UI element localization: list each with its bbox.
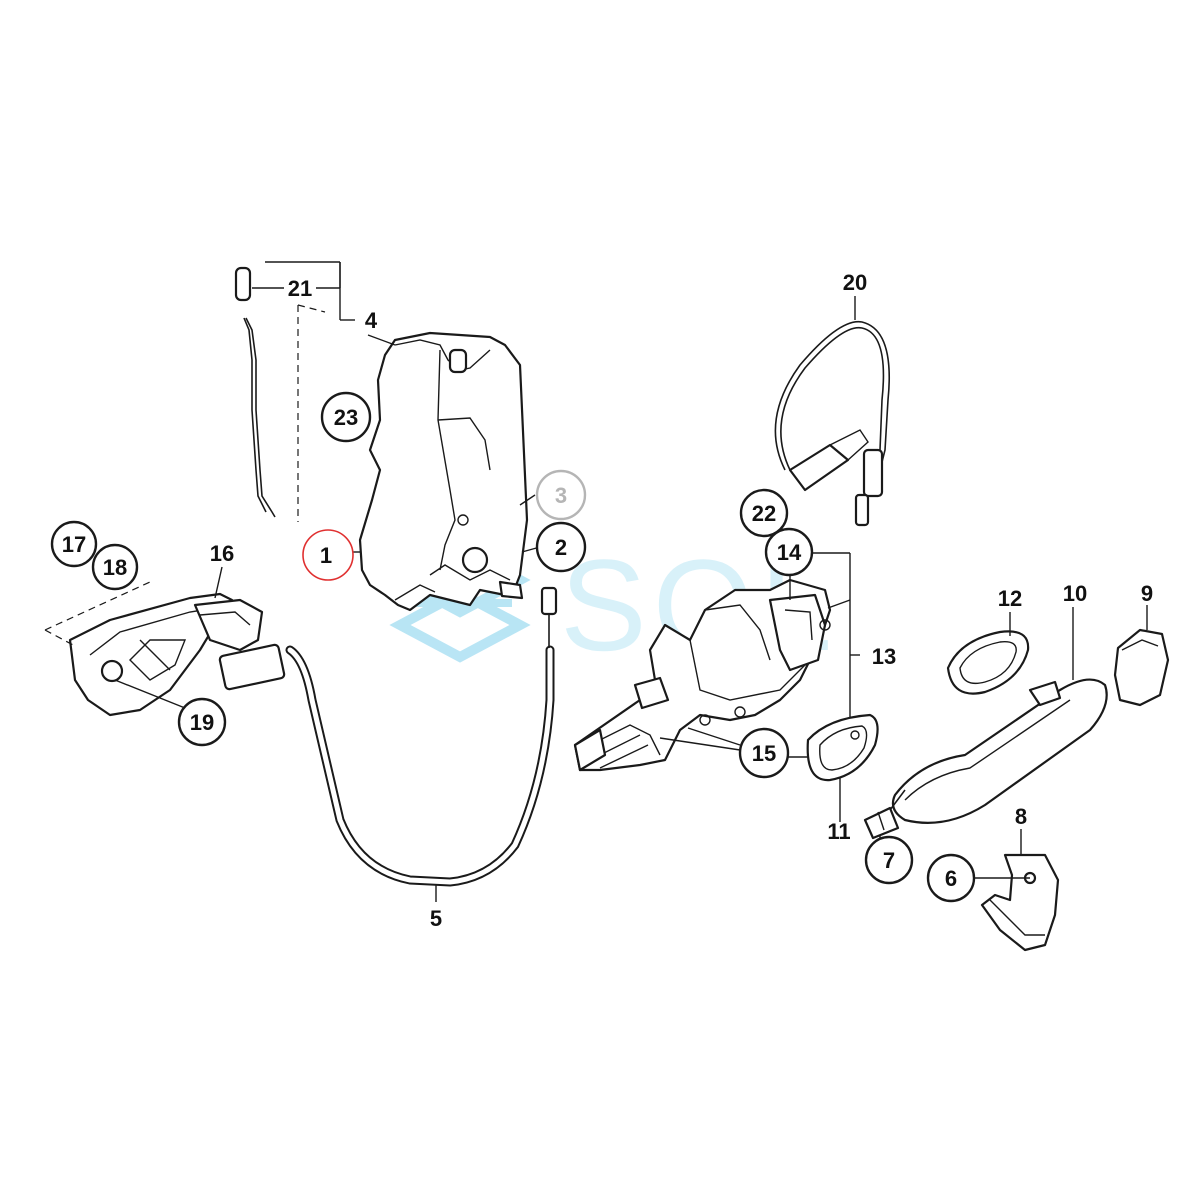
callout-22: 22 [739,488,789,538]
part-seal [806,713,879,782]
callout-4-label: 4 [365,308,378,333]
callout-16-label: 16 [210,541,234,566]
callout-18: 18 [91,543,139,591]
callout-6: 6 [926,853,976,903]
part-end-cap [1113,628,1170,707]
callout-15: 15 [738,727,790,779]
callout-1-label: 1 [320,543,332,568]
callout-17: 17 [50,520,98,568]
callout-8: 8 [1015,804,1027,829]
callout-21-label: 21 [288,276,312,301]
callout-15-label: 15 [752,741,776,766]
callout-2-label: 2 [555,535,567,560]
callout-5-label: 5 [430,906,442,931]
callout-12: 12 [998,586,1022,611]
callout-11: 11 [827,819,850,844]
dashed-reference-23 [297,304,326,522]
part-connector [863,789,906,840]
part-inner-handle [68,592,264,717]
part-bracket [980,853,1060,952]
callout-3: 3 [535,469,587,521]
callout-16: 16 [210,541,234,566]
callout-9: 9 [1141,581,1153,606]
leader-lines-21-4 [252,261,355,321]
callout-10: 10 [1063,581,1087,606]
callout-13: 13 [872,644,896,669]
callout-23-label: 23 [334,405,358,430]
dashed-reference-17-18 [44,581,151,647]
callout-17-label: 17 [62,532,86,557]
part-gasket [946,630,1030,695]
callout-4: 4 [365,308,378,333]
callout-2: 2 [535,521,587,573]
callout-7-label: 7 [883,848,895,873]
callout-5: 5 [430,906,442,931]
callout-1-highlighted: 1 [302,529,354,581]
callout-22-label: 22 [752,501,776,526]
callout-3-label: 3 [555,483,567,508]
callout-23: 23 [320,391,372,443]
callout-10-label: 10 [1063,581,1087,606]
callout-20: 20 [843,270,867,295]
leader-lines-misc [114,296,1148,902]
callout-14-label: 14 [777,540,802,565]
callout-14: 14 [764,527,814,577]
callout-8-label: 8 [1015,804,1027,829]
callout-20-label: 20 [843,270,867,295]
part-bowden-cable [218,586,558,887]
part-key-cable [774,320,890,527]
callout-9-label: 9 [1141,581,1153,606]
part-outer-handle [891,678,1108,824]
callout-11-label: 11 [827,819,850,844]
callout-12-label: 12 [998,586,1022,611]
callout-13-label: 13 [872,644,896,669]
callout-7: 7 [864,835,914,885]
callout-18-label: 18 [103,555,127,580]
part-handle-carrier [573,578,832,772]
part-rod-with-cap [234,266,276,518]
callout-21: 21 [288,276,312,301]
callout-19: 19 [177,697,227,747]
part-door-lock [358,331,529,612]
callout-19-label: 19 [190,710,214,735]
callout-6-label: 6 [945,866,957,891]
